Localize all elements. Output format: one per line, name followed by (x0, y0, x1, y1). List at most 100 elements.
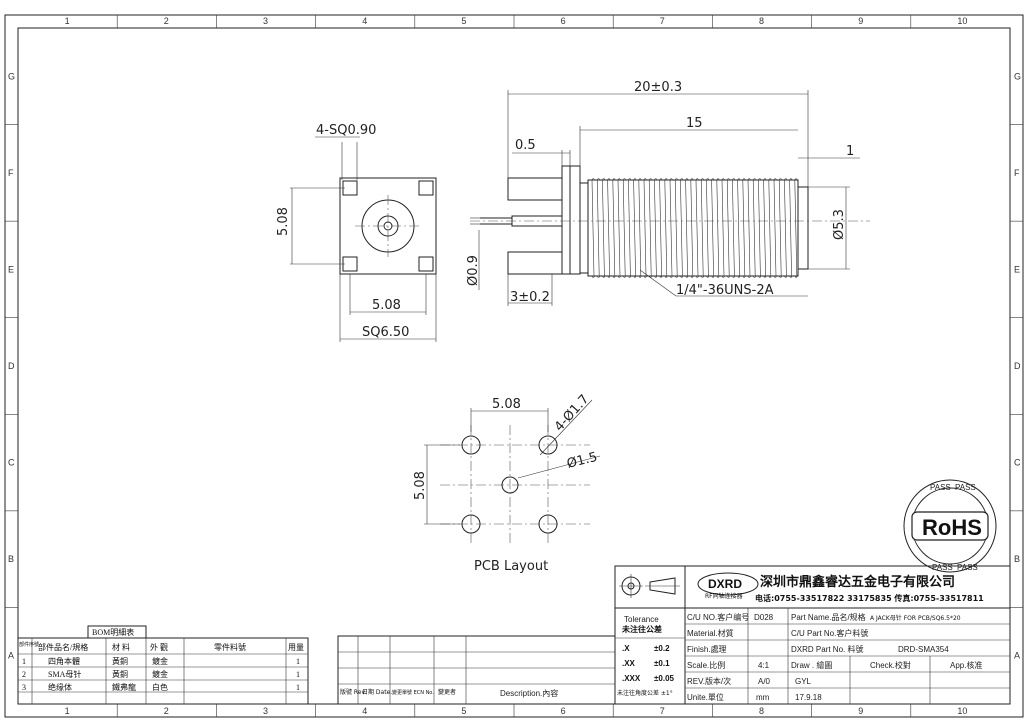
svg-text:鍍金: 鍍金 (152, 669, 168, 679)
svg-text:DRD-SMA354: DRD-SMA354 (898, 645, 949, 654)
column-label: 2 (164, 706, 169, 716)
svg-text:Description.內容: Description.內容 (500, 688, 558, 698)
svg-text:Check.校對: Check.校對 (870, 660, 911, 670)
row-label: F (8, 168, 14, 178)
company-name: 深圳市鼎鑫睿达五金电子有限公司 (760, 574, 955, 590)
svg-text:日期 Date.: 日期 Date. (362, 688, 392, 696)
side-dim-pin-length: 3±0.2 (510, 290, 550, 305)
side-dim-flange: 0.5 (515, 138, 536, 153)
column-label: 10 (957, 706, 967, 716)
row-label: F (1014, 168, 1020, 178)
svg-text:黃銅: 黃銅 (112, 669, 128, 679)
svg-text:RF同轴连接器: RF同轴连接器 (705, 592, 743, 600)
column-label: 8 (759, 16, 764, 26)
row-label: C (8, 458, 15, 468)
pcb-layout: 5.08 5.08 4-Ø1.7 Ø1.5 PCB Layout (413, 392, 601, 574)
svg-text:A/0: A/0 (758, 677, 771, 686)
side-dim-total: 20±0.3 (634, 80, 682, 95)
svg-text:A JACK母针 FOR PCB/SQ6.5*20: A JACK母针 FOR PCB/SQ6.5*20 (870, 614, 961, 622)
side-dim-thread: 15 (686, 116, 703, 131)
svg-text:±0.2: ±0.2 (654, 644, 670, 653)
rohs-pass-top: PASS (930, 483, 951, 492)
column-label: 5 (461, 16, 466, 26)
svg-text:變更單號 ECN No.: 變更單號 ECN No. (392, 689, 434, 696)
svg-text:零件料號: 零件料號 (214, 642, 246, 652)
column-label: 9 (858, 16, 863, 26)
row-label: G (8, 71, 15, 81)
pcb-hole-small: Ø1.5 (565, 450, 599, 472)
column-label: 7 (660, 16, 665, 26)
svg-text:部件品名/規格: 部件品名/規格 (38, 642, 88, 652)
svg-text:變更者: 變更者 (438, 688, 456, 696)
pcb-dim-horizontal: 5.08 (492, 397, 521, 412)
svg-text:PASS: PASS (932, 563, 953, 572)
title-block: DXRD RF同轴连接器 深圳市鼎鑫睿达五金电子有限公司 电话:0755-335… (614, 565, 1011, 705)
thread-callout: 1/4"-36UNS-2A (676, 283, 774, 298)
rohs-badge: RoHS PASS PASS PASS PASS (903, 479, 997, 573)
front-dim-overall: SQ6.50 (362, 325, 409, 340)
front-dim-hole-spacing: 5.08 (372, 298, 401, 313)
column-label: 1 (65, 706, 70, 716)
side-dim-diameter: Ø5.3 (832, 209, 847, 240)
svg-text:四角本體: 四角本體 (48, 656, 80, 666)
company-logo (697, 572, 759, 596)
column-label: 7 (660, 706, 665, 716)
row-label: D (8, 361, 15, 371)
side-dim-end: 1 (846, 144, 854, 159)
svg-text:REV.版本/次: REV.版本/次 (687, 676, 731, 686)
svg-text:PASS: PASS (955, 483, 976, 492)
row-label: B (8, 554, 14, 564)
svg-text:C/U NO.客户编号: C/U NO.客户编号 (687, 612, 749, 622)
svg-text:1: 1 (22, 657, 26, 666)
revision-table: 版號 Rev. 日期 Date. 變更單號 ECN No. 變更者 Descri… (337, 635, 616, 705)
svg-text:4:1: 4:1 (758, 661, 770, 670)
svg-text:鍍金: 鍍金 (152, 656, 168, 666)
column-label: 1 (65, 16, 70, 26)
column-label: 6 (561, 706, 566, 716)
svg-text:Finish.處理: Finish.處理 (687, 644, 727, 654)
row-label: G (1014, 71, 1021, 81)
svg-text:PASS: PASS (957, 563, 978, 572)
row-label: E (1014, 264, 1020, 274)
svg-text:版號 Rev.: 版號 Rev. (340, 688, 367, 696)
column-label: 9 (858, 706, 863, 716)
svg-text:Unite.單位: Unite.單位 (687, 692, 724, 702)
svg-text:鐵弗龍: 鐵弗龍 (112, 682, 136, 692)
svg-text:Scale.比例: Scale.比例 (687, 660, 725, 670)
svg-text:3: 3 (22, 683, 26, 692)
pcb-layout-title: PCB Layout (474, 559, 548, 574)
svg-text:.XXX: .XXX (622, 674, 641, 683)
row-label: D (1014, 361, 1021, 371)
column-label: 3 (263, 16, 268, 26)
pcb-hole-large: 4-Ø1.7 (552, 392, 593, 435)
column-label: 4 (362, 706, 367, 716)
svg-text:1: 1 (296, 657, 300, 666)
svg-text:17.9.18: 17.9.18 (795, 693, 822, 702)
svg-text:mm: mm (756, 693, 770, 702)
svg-text:App.核准: App.核准 (950, 660, 982, 670)
svg-text:材 料: 材 料 (112, 642, 130, 652)
svg-text:.XX: .XX (622, 659, 636, 668)
svg-text:±0.05: ±0.05 (654, 674, 675, 683)
side-dim-pin: Ø0.9 (466, 255, 481, 286)
svg-text:白色: 白色 (152, 682, 168, 692)
column-label: 2 (164, 16, 169, 26)
svg-text:Material.材質: Material.材質 (687, 628, 734, 638)
svg-text:1: 1 (296, 683, 300, 692)
row-label: A (1014, 651, 1020, 661)
holes-label: 4-SQ0.90 (316, 123, 376, 138)
svg-text:.X: .X (622, 644, 630, 653)
svg-text:部件序號: 部件序號 (19, 641, 39, 648)
svg-text:外 觀: 外 觀 (150, 642, 168, 652)
column-label: 5 (461, 706, 466, 716)
svg-text:未注往角度公差 ±1°: 未注往角度公差 ±1° (617, 689, 673, 697)
svg-text:未注往公差: 未注往公差 (621, 624, 662, 634)
column-label: 4 (362, 16, 367, 26)
column-label: 3 (263, 706, 268, 716)
svg-text:DXRD Part No. 料號: DXRD Part No. 料號 (791, 644, 863, 654)
rohs-label: RoHS (922, 515, 982, 540)
company-contact: 电话:0755-33517822 33175835 传真:0755-335178… (755, 593, 984, 603)
svg-text:GYL: GYL (795, 677, 812, 686)
